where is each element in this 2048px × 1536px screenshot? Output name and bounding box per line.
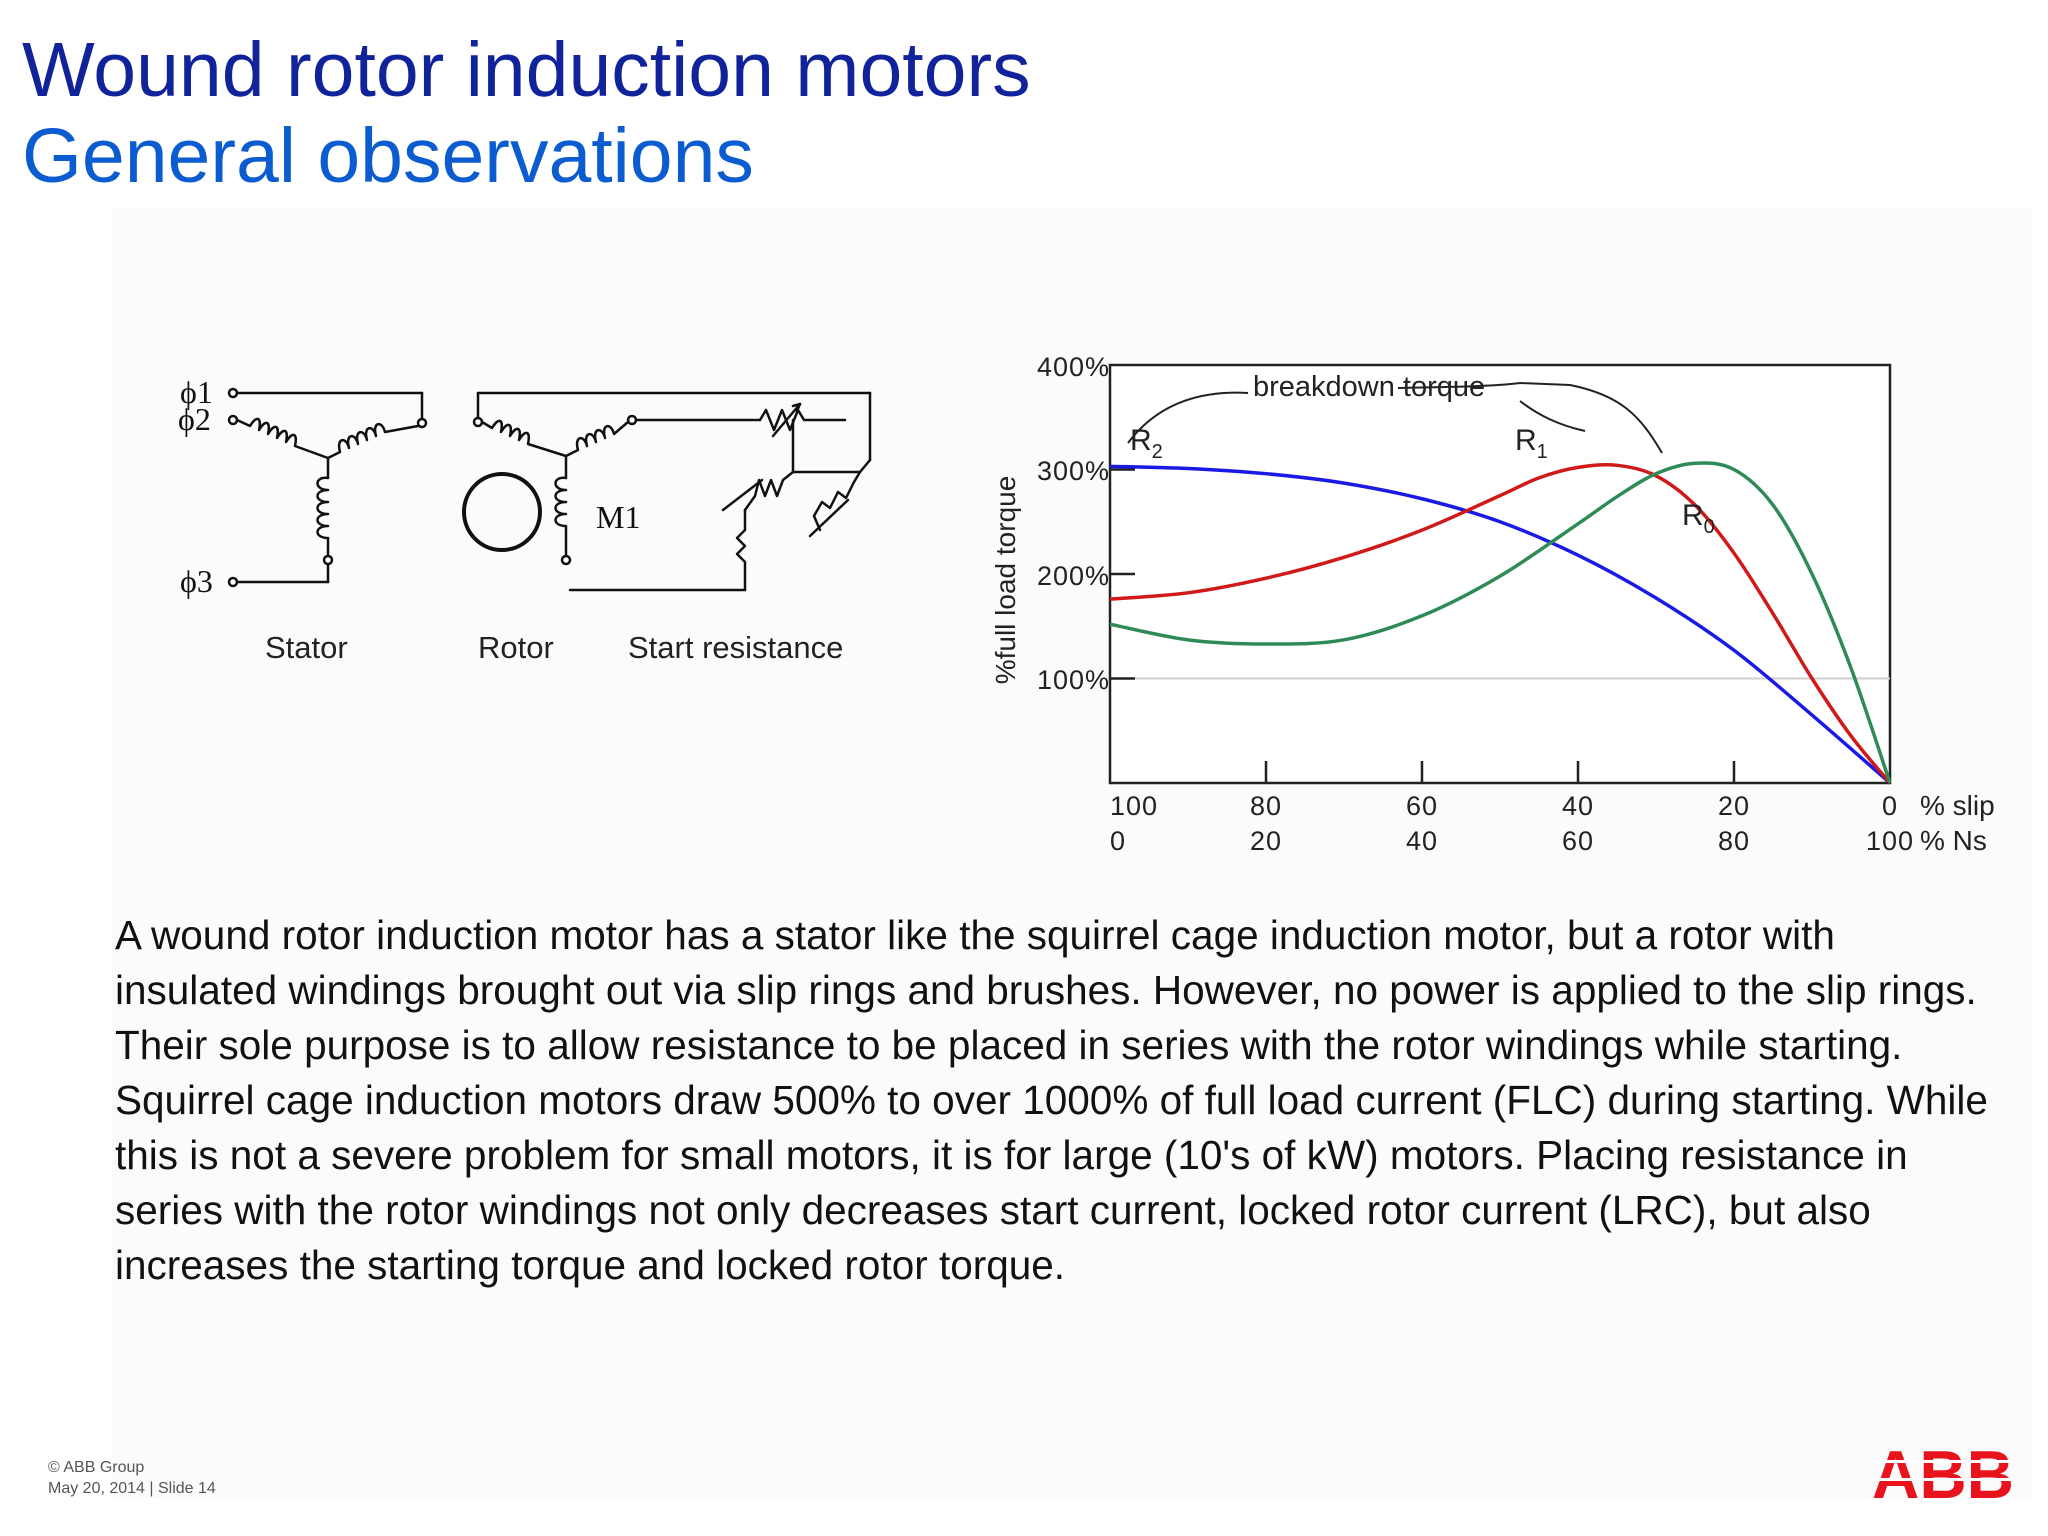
series-line-r1 [1109,463,1892,785]
caption-start-resistance: Start resistance [628,630,843,665]
phase-label-2: ϕ2 [178,401,211,437]
breakdown-torque-leaders [1127,382,1663,454]
paragraph-2: Squirrel cage induction motors draw 500%… [115,1077,1988,1288]
footer-date-slide: May 20, 2014 | Slide 14 [48,1480,216,1497]
x-axis-label-ns: % Ns [1920,825,1987,856]
x-tick-label-slip: 60 [1406,791,1438,821]
x-tick-label-ns: 40 [1406,826,1438,856]
slide-subtitle: General observations [22,113,754,199]
series-label-r1: R1 [1515,424,1548,463]
x-tick-label-slip: 100 [1110,791,1158,821]
caption-stator: Stator [265,630,348,665]
y-axis-label: %full load torque [990,476,1021,685]
x-tick-label-ns: 100 [1866,826,1914,856]
x-tick-label-slip: 0 [1882,791,1898,821]
y-tick-label: 200% [1037,561,1110,591]
motor-label: M1 [596,499,640,535]
x-tick-label-slip: 80 [1250,791,1282,821]
x-tick-label-ns: 20 [1250,826,1282,856]
series-line-r2 [1109,464,1892,785]
chart-plot-area [1108,363,1892,785]
circuit-schematic: ϕ1 ϕ2 ϕ3 M1 Stator Rotor Start resistanc… [178,374,872,665]
breakdown-torque-annotation: breakdown torque [1253,371,1485,403]
x-tick-label-ns: 60 [1562,826,1594,856]
abb-logo-text: ABB [1872,1440,2014,1506]
x-tick-label-slip: 20 [1718,791,1750,821]
footer: © ABB Group May 20, 2014 | Slide 14 [48,1457,216,1499]
footer-copyright: © ABB Group [48,1459,145,1476]
series-label-r0: R0 [1682,499,1715,538]
paragraph-1: A wound rotor induction motor has a stat… [115,912,1977,1068]
y-tick-label: 400% [1037,352,1110,382]
phase-label-3: ϕ3 [180,563,213,599]
series-line-r0 [1109,461,1892,784]
x-axis-ticks: 100 0 80 20 60 40 40 60 20 80 0 100 [1110,761,1914,856]
x-tick-label-slip: 40 [1562,791,1594,821]
slide-title: Wound rotor induction motors [22,27,1031,113]
abb-logo: ABB [1868,1440,2018,1506]
series-label-r2: R2 [1130,424,1163,463]
x-tick-label-ns: 0 [1110,826,1126,856]
body-text: A wound rotor induction motor has a stat… [115,908,2005,1293]
y-tick-label: 100% [1037,665,1110,695]
x-tick-label-ns: 80 [1718,826,1750,856]
torque-slip-chart: 400% 300% 200% 100% %full load torque 10… [990,352,1995,856]
caption-rotor: Rotor [478,630,554,665]
phase-label-1: ϕ1 [180,374,213,410]
x-axis-label-slip: % slip [1920,790,1995,821]
y-tick-label: 300% [1037,456,1110,486]
